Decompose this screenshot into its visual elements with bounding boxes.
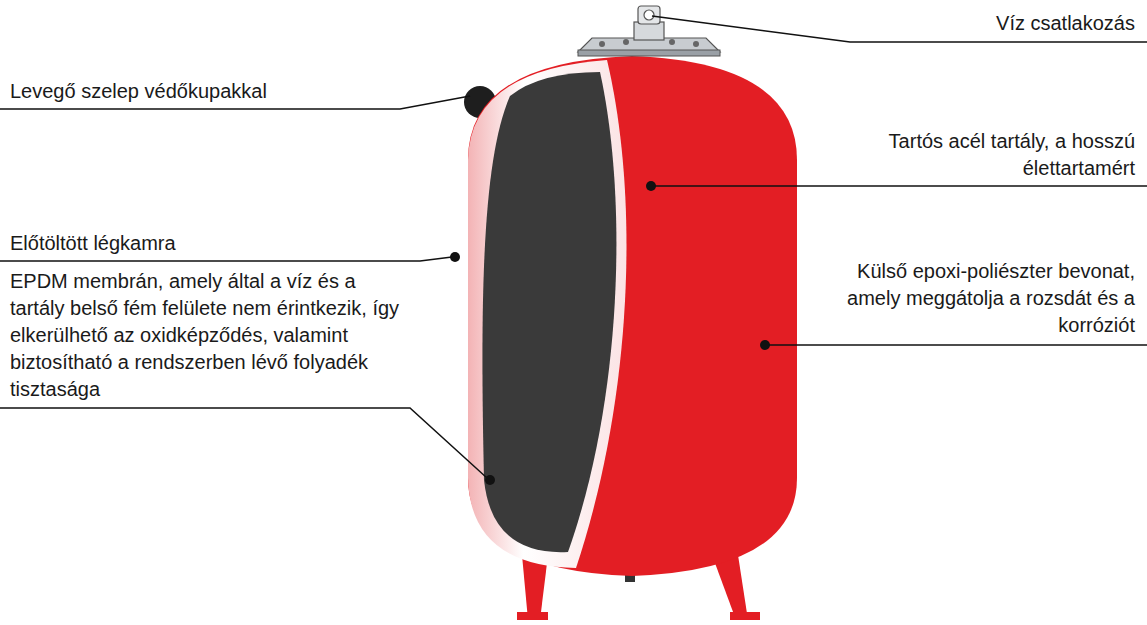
air-chamber [468,60,626,568]
callout-label: EPDM membrán, amely által a víz és a tar… [10,268,415,403]
flange-bolt [599,41,605,47]
epdm-membrane [482,72,616,552]
flange-bolt [693,41,699,47]
leader-line [0,408,487,478]
leader-dot [646,181,656,191]
tank-leg [712,555,748,620]
water-connection-port [644,10,654,20]
flange-bolt [669,39,675,45]
callout-label: Levegő szelep védőkupakkal [10,78,430,105]
leader-line [651,185,1147,187]
tank-foot [517,612,548,620]
leader-dot [450,252,460,262]
tank-foot [730,612,760,620]
steel-tank-body [468,56,797,576]
callout-label: Tartós acél tartály, a hosszú élettartam… [838,128,1135,182]
water-connection-fitting [638,6,660,24]
flange-bolt [623,39,629,45]
leader-dot [485,475,495,485]
water-connection-body [634,22,664,40]
leader-dot [760,340,770,350]
callout-label: Külső epoxi-poliészter bevonat, amely me… [845,258,1135,339]
callout-label: Víz csatlakozás [996,10,1135,37]
leader-line [0,257,452,261]
callout-label: Előtöltött légkamra [10,230,430,257]
leader-line [765,344,1147,346]
flange-rim [578,50,720,56]
